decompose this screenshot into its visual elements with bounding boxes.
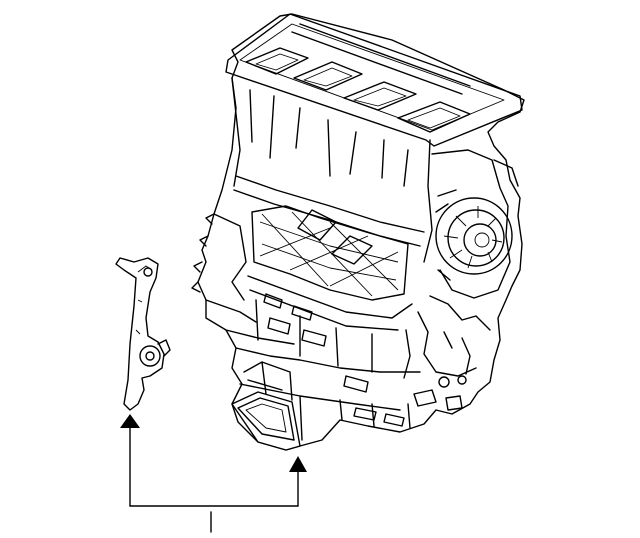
bottom-section: [235, 347, 421, 441]
left-edge-teeth: [191, 213, 215, 293]
blower-housing: [431, 149, 519, 299]
heater-unit-assembly[interactable]: [191, 13, 525, 451]
bracket-upper-hole: [143, 267, 153, 277]
upper-panel-ribs: [249, 89, 409, 187]
outlet-duct: [231, 361, 301, 451]
bracket[interactable]: [115, 257, 171, 411]
bracket-lower-hole: [145, 351, 155, 361]
bottom-tabs: [343, 375, 405, 427]
lower-panel: [247, 275, 413, 373]
lower-slots: [263, 293, 327, 347]
heater-core-lattice: [251, 205, 409, 301]
front-edge-left: [231, 77, 241, 187]
bracket-tab: [157, 339, 171, 357]
arrow-head-left: [120, 414, 140, 428]
top-duct-openings: [245, 23, 471, 133]
front-edge-right: [423, 139, 433, 263]
right-lower-details: [403, 295, 491, 379]
right-lower-fittings: [413, 375, 467, 411]
top-frame: [225, 13, 523, 147]
bracket-lower-ring: [139, 345, 161, 367]
arrow-head-right: [289, 456, 307, 472]
callout-leader: [120, 414, 307, 533]
